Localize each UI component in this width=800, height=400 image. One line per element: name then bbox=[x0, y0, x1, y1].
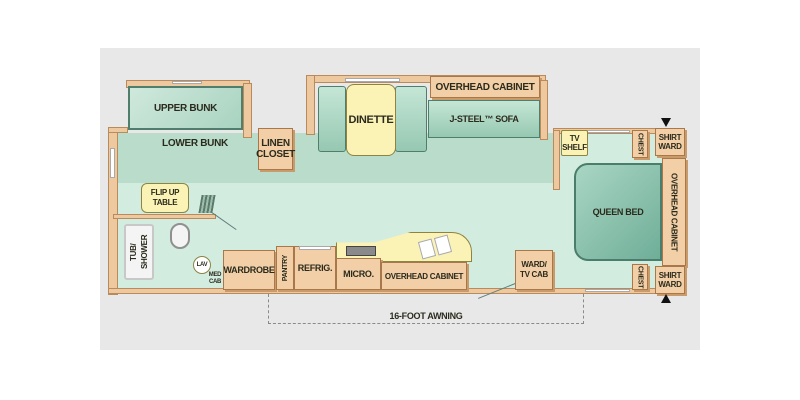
dinette-bench-left bbox=[318, 86, 346, 152]
tv-shelf-label: TV SHELF bbox=[562, 134, 587, 152]
shirt-ward-bottom: SHIRT WARD bbox=[655, 266, 685, 294]
shirt-ward-top-label: SHIRT WARD bbox=[658, 133, 682, 151]
overhead-cabinet-right-label: OVERHEAD CABINET bbox=[669, 172, 679, 252]
window-left bbox=[110, 148, 115, 178]
pantry-label: PANTRY bbox=[281, 254, 289, 282]
bedroom-divider bbox=[553, 130, 560, 190]
linen-closet: LINEN CLOSET bbox=[256, 128, 295, 170]
overhead-cabinet-right: OVERHEAD CABINET bbox=[662, 158, 686, 266]
overhead-cabinet-bottom-label: OVERHEAD CABINET bbox=[384, 271, 464, 281]
chest-top-label: CHEST bbox=[636, 132, 644, 156]
microwave: MICRO. bbox=[336, 258, 381, 290]
overhead-cabinet-top: OVERHEAD CABINET bbox=[430, 76, 540, 98]
bunk-wall-right bbox=[243, 83, 252, 138]
upper-bunk-label: UPPER BUNK bbox=[153, 102, 218, 114]
overhead-cabinet-bottom: OVERHEAD CABINET bbox=[381, 262, 467, 290]
entry-arrow-top bbox=[661, 118, 671, 127]
bath-wall bbox=[113, 214, 216, 219]
ward-tv-cab-label: WARD/ TV CAB bbox=[520, 260, 548, 279]
wardrobe-label: WARDROBE bbox=[223, 264, 275, 275]
lav-sink: LAV bbox=[193, 256, 211, 274]
refrig-top bbox=[299, 246, 331, 250]
toilet-icon bbox=[170, 223, 190, 249]
dinette-window bbox=[345, 78, 400, 82]
j-steel-sofa: J-STEEL™ SOFA bbox=[428, 100, 540, 138]
stove-icon bbox=[346, 246, 376, 256]
dinette-table: DINETTE bbox=[346, 84, 396, 156]
shirt-ward-bottom-label: SHIRT WARD bbox=[658, 271, 682, 289]
wall-top-left bbox=[108, 127, 128, 133]
wardrobe: WARDROBE bbox=[223, 250, 275, 290]
queen-bed: QUEEN BED bbox=[574, 163, 662, 261]
bedroom-window-top bbox=[585, 130, 630, 133]
chest-bottom-label: CHEST bbox=[636, 265, 644, 289]
dinette-wall-left bbox=[306, 75, 315, 135]
entry-arrow-bottom bbox=[661, 294, 671, 303]
bedroom-window-bottom bbox=[585, 289, 630, 292]
awning-label: 16-FOOT AWNING bbox=[389, 311, 463, 321]
tv-shelf: TV SHELF bbox=[561, 130, 588, 156]
pantry: PANTRY bbox=[276, 246, 294, 290]
sofa-wall-right bbox=[540, 80, 548, 140]
ward-tv-cab: WARD/ TV CAB bbox=[515, 250, 553, 290]
med-cab-label: MED CAB bbox=[208, 272, 222, 285]
flip-up-table-label: FLIP UP TABLE bbox=[150, 188, 180, 207]
flip-up-table: FLIP UP TABLE bbox=[141, 183, 189, 213]
overhead-cabinet-top-label: OVERHEAD CABINET bbox=[435, 81, 535, 93]
dinette-label: DINETTE bbox=[348, 113, 394, 126]
dinette-bench-right bbox=[395, 86, 427, 152]
micro-label: MICRO. bbox=[343, 268, 374, 279]
bunk-window bbox=[172, 81, 202, 84]
tub-shower-label: TUB/ SHOWER bbox=[129, 234, 149, 270]
chest-bottom: CHEST bbox=[632, 264, 648, 290]
awning-outline bbox=[268, 294, 584, 324]
tub-shower: TUB/ SHOWER bbox=[124, 224, 154, 280]
refrig-label: REFRIG. bbox=[297, 262, 333, 273]
lav-label: LAV bbox=[196, 261, 208, 268]
lower-bunk-label: LOWER BUNK bbox=[162, 138, 228, 149]
shirt-ward-top: SHIRT WARD bbox=[655, 128, 685, 156]
chest-top: CHEST bbox=[632, 130, 648, 158]
refrigerator: REFRIG. bbox=[294, 246, 336, 290]
upper-bunk: UPPER BUNK bbox=[128, 86, 243, 130]
linen-closet-label: LINEN CLOSET bbox=[256, 138, 295, 160]
queen-bed-label: QUEEN BED bbox=[592, 206, 644, 217]
sofa-label: J-STEEL™ SOFA bbox=[449, 113, 519, 124]
